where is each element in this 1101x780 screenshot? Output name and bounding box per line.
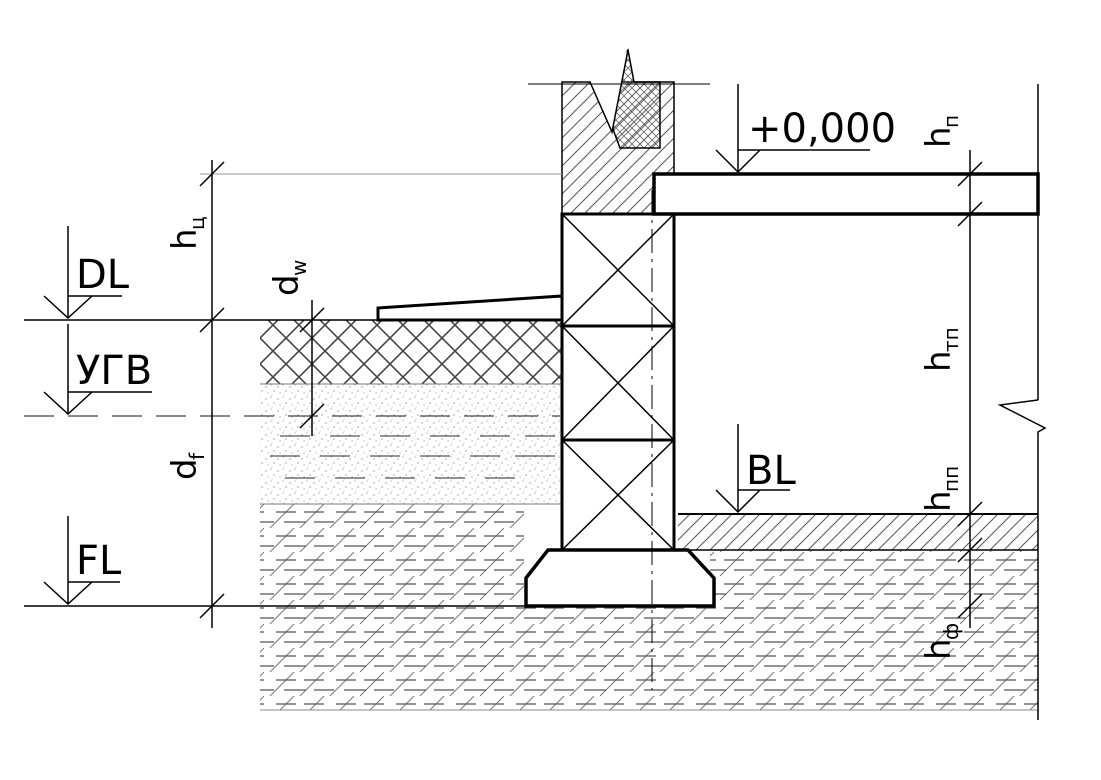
- level-marker-dl: [43, 226, 122, 320]
- wall-above-grade: [528, 48, 710, 215]
- label-bl: BL: [746, 448, 796, 494]
- clay-layer-left: [260, 504, 524, 710]
- svg-text:h: h: [919, 638, 959, 660]
- level-marker-bl: [715, 424, 790, 514]
- break-line: [997, 399, 1047, 720]
- floor-slab: [652, 84, 1047, 720]
- label-fl: FL: [76, 538, 122, 584]
- dim-dw: [299, 300, 325, 436]
- clay-layer-bottom: [524, 606, 1038, 710]
- label-d-w: d w: [267, 260, 311, 296]
- clay-layer-right: [710, 550, 1038, 606]
- svg-text:тп: тп: [939, 327, 963, 352]
- svg-text:h: h: [919, 490, 959, 512]
- label-zero: +0,000: [748, 106, 896, 152]
- groundwater-dashes: [270, 435, 555, 479]
- label-h-p: h п: [919, 115, 963, 148]
- level-marker-fl: [43, 516, 120, 606]
- label-h-tp: h тп: [919, 327, 963, 372]
- soil-layers: [260, 320, 1038, 711]
- svg-text:d: d: [165, 458, 205, 480]
- label-h-c: h ц: [165, 216, 209, 250]
- svg-text:ф: ф: [939, 623, 963, 640]
- sand-layer: [260, 384, 562, 504]
- label-d-f: d f: [165, 452, 209, 480]
- svg-text:f: f: [185, 452, 209, 460]
- topsoil-layer: [260, 320, 562, 384]
- svg-text:h: h: [165, 228, 205, 250]
- label-dl: DL: [76, 252, 130, 298]
- svg-text:ц: ц: [185, 216, 209, 230]
- svg-text:h: h: [919, 126, 959, 148]
- basement-floor-slab: [678, 514, 1038, 550]
- level-marker-ugv: [43, 324, 152, 416]
- svg-text:d: d: [267, 274, 307, 296]
- svg-text:h: h: [919, 350, 959, 372]
- svg-text:п: п: [939, 115, 963, 128]
- svg-text:пп: пп: [939, 466, 963, 492]
- label-h-pp: h пп: [919, 466, 963, 512]
- foundation-wall-blocks: [560, 212, 676, 552]
- footing: [524, 548, 716, 608]
- label-ugv: УГВ: [76, 348, 152, 394]
- svg-text:w: w: [287, 260, 311, 276]
- level-marker-zero: [715, 84, 870, 174]
- dim-right: [957, 150, 983, 628]
- label-h-f: h ф: [919, 623, 963, 660]
- dim-left: [199, 160, 225, 628]
- blind-area: [376, 294, 564, 322]
